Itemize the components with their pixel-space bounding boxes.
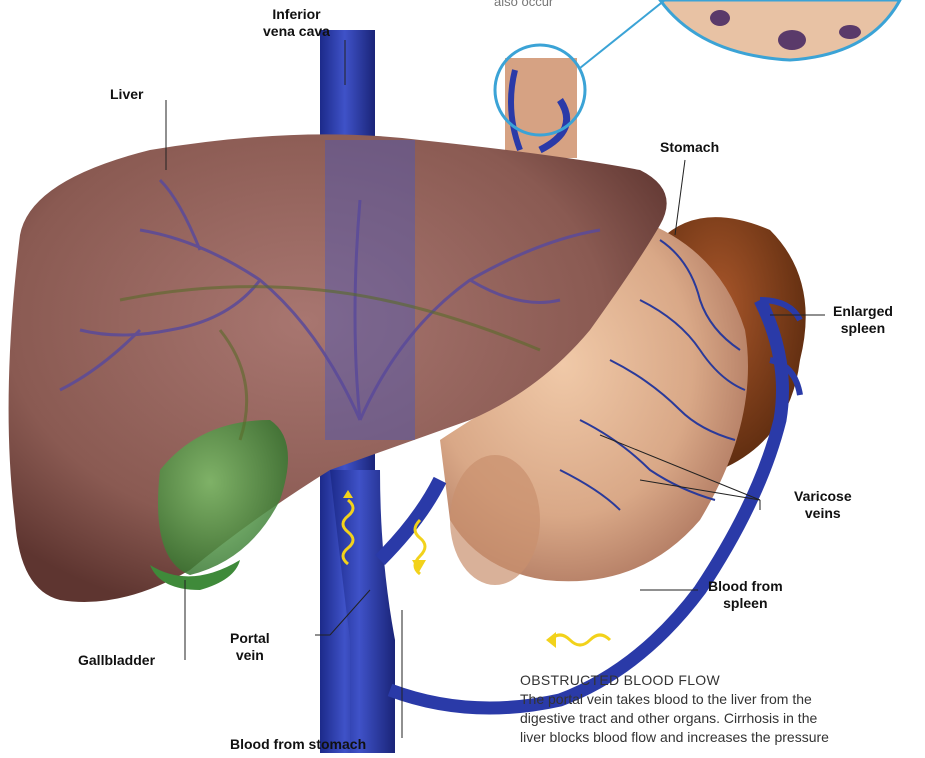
caption-line: digestive tract and other organs. Cirrho…: [520, 709, 925, 728]
label-gallbladder: Gallbladder: [78, 652, 155, 669]
caption-line: The portal vein takes blood to the liver…: [520, 690, 925, 709]
caption-title: OBSTRUCTED BLOOD FLOW: [520, 672, 925, 688]
inset-view: [580, 0, 900, 68]
label-stomach: Stomach: [660, 139, 719, 156]
label-blood-from-stomach: Blood from stomach: [230, 736, 366, 753]
caption: OBSTRUCTED BLOOD FLOW The portal vein ta…: [520, 672, 925, 747]
inset-note: also occur: [494, 0, 553, 9]
caption-line: liver blocks blood flow and increases th…: [520, 728, 925, 747]
esophagus: [495, 45, 585, 158]
label-liver: Liver: [110, 86, 143, 103]
